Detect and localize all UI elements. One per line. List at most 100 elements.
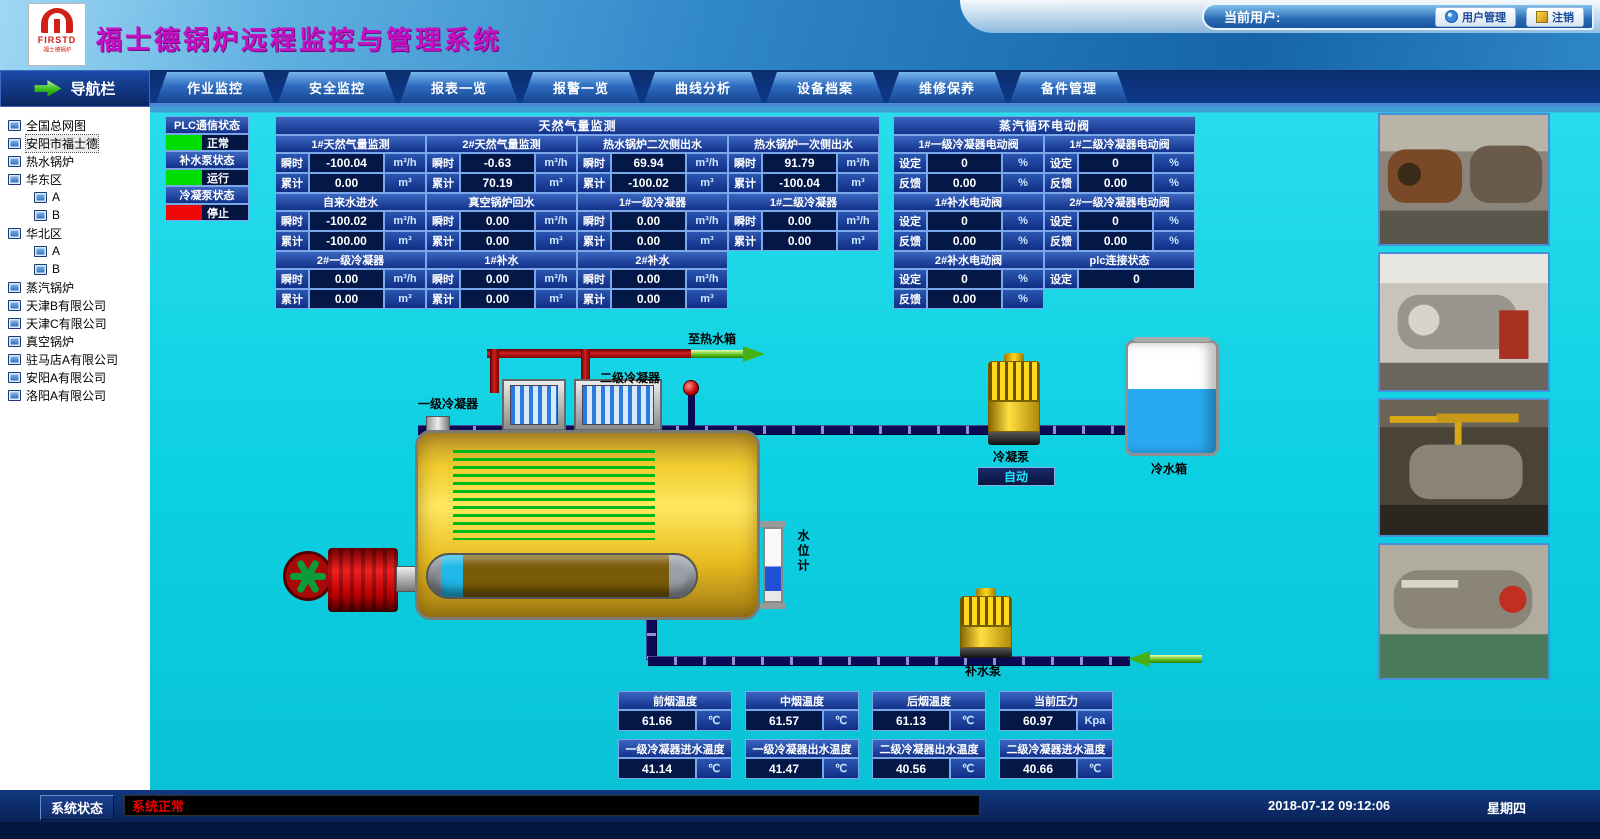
condensate-pipe-main [418, 425, 1130, 435]
flow-unit: m³/h [384, 153, 426, 173]
tab-作业监控[interactable]: 作业监控 [156, 72, 274, 103]
sidebar-item-驻马店A有限公司[interactable]: 驻马店A有限公司 [0, 350, 150, 368]
sidebar-item-B[interactable]: B [0, 260, 150, 278]
auto-mode-button[interactable]: 自动 [977, 467, 1055, 486]
total-value: 70.19 [460, 173, 535, 193]
temp-value-row: 41.47℃ [745, 758, 859, 779]
set-label: 设定 [1044, 153, 1078, 173]
sidebar-item-安阳市福士德[interactable]: 安阳市福士德 [0, 133, 150, 153]
total-label: 累计 [577, 173, 611, 193]
temp-name: 前烟温度 [618, 691, 732, 710]
pump-body [960, 625, 1012, 649]
temp-value-row: 40.56℃ [872, 758, 986, 779]
sidebar-item-华东区[interactable]: 华东区 [0, 170, 150, 188]
temp-unit: ℃ [823, 758, 859, 779]
set-value[interactable]: 0 [927, 211, 1002, 231]
tree-item-label: 全国总网图 [26, 118, 87, 133]
current-user-label: 当前用户: [1224, 10, 1281, 25]
pump-base [988, 431, 1040, 445]
sidebar-item-蒸汽锅炉[interactable]: 蒸汽锅炉 [0, 278, 150, 296]
status-bar: 系统状态 系统正常 2018-07-12 09:12:06 星期四 [0, 790, 1600, 822]
logout-button[interactable]: 注销 [1526, 6, 1584, 27]
temp-value: 40.66 [999, 758, 1077, 779]
user-management-button[interactable]: 用户管理 [1435, 6, 1516, 27]
sidebar-item-A[interactable]: A [0, 242, 150, 260]
sidebar-item-A[interactable]: A [0, 188, 150, 206]
sidebar-item-洛阳A有限公司[interactable]: 洛阳A有限公司 [0, 386, 150, 404]
total-value: 0.00 [611, 231, 686, 251]
hot-water-pipe-drop-1 [490, 349, 499, 393]
temp-name: 二级冷凝器进水温度 [999, 739, 1113, 758]
sidebar-item-天津C有限公司[interactable]: 天津C有限公司 [0, 314, 150, 332]
set-value[interactable]: 0 [927, 153, 1002, 173]
total-value: -100.02 [611, 173, 686, 193]
status-color-block [166, 205, 202, 220]
tree-item-label: B [52, 262, 61, 276]
total-label: 累计 [275, 289, 309, 309]
instant-label: 瞬时 [577, 153, 611, 173]
process-diagram: 至热水箱 一级冷凝器 二级冷凝器 [150, 107, 1600, 790]
sidebar-item-热水锅炉[interactable]: 热水锅炉 [0, 152, 150, 170]
logout-label: 注销 [1552, 11, 1574, 24]
tree-item-label: 洛阳A有限公司 [26, 388, 107, 403]
percent-unit: % [1153, 211, 1195, 231]
set-value[interactable]: 0 [1078, 269, 1195, 289]
app-title: 福士德锅炉远程监控与管理系统 [96, 25, 503, 55]
tab-维修保养[interactable]: 维修保养 [888, 72, 1006, 103]
sidebar-item-全国总网图[interactable]: 全国总网图 [0, 116, 150, 134]
temp-value-row: 61.66℃ [618, 710, 732, 731]
sidebar-item-B[interactable]: B [0, 206, 150, 224]
sidebar-item-安阳A有限公司[interactable]: 安阳A有限公司 [0, 368, 150, 386]
set-value[interactable]: 0 [1078, 153, 1153, 173]
tab-备件管理[interactable]: 备件管理 [1010, 72, 1128, 103]
total-label: 累计 [728, 231, 762, 251]
instant-value: 0.00 [611, 211, 686, 231]
tree-item-label: B [52, 208, 61, 222]
globe-icon [1445, 10, 1458, 23]
set-value[interactable]: 0 [927, 269, 1002, 289]
condenser-coil-icon [582, 385, 654, 425]
tab-设备档案[interactable]: 设备档案 [766, 72, 884, 103]
tab-安全监控[interactable]: 安全监控 [278, 72, 396, 103]
sidebar-item-真空锅炉[interactable]: 真空锅炉 [0, 332, 150, 350]
sidebar-item-天津B有限公司[interactable]: 天津B有限公司 [0, 296, 150, 314]
system-status-value: 系统正常 [132, 799, 185, 814]
feed-water-pipe [648, 656, 1130, 666]
set-label: 设定 [1044, 211, 1078, 231]
arrow-head [1128, 651, 1150, 667]
feedback-value: 0.00 [927, 289, 1002, 309]
feedback-value: 0.00 [1078, 231, 1153, 251]
flow-unit: m³/h [535, 269, 577, 289]
tree-node-icon [8, 281, 21, 293]
plc-status-value: 停止 [165, 204, 249, 221]
valve-stem [688, 394, 695, 428]
total-value: -100.00 [309, 231, 384, 251]
tab-曲线分析[interactable]: 曲线分析 [644, 72, 762, 103]
tree-item-label: 天津B有限公司 [26, 298, 107, 313]
set-value[interactable]: 0 [1078, 211, 1153, 231]
plc-status-panel: PLC通信状态正常补水泵状态运行冷凝泵状态停止 [165, 116, 249, 221]
tab-报警一览[interactable]: 报警一览 [522, 72, 640, 103]
tab-报表一览[interactable]: 报表一览 [400, 72, 518, 103]
plc-status-value: 正常 [165, 134, 249, 151]
feedback-label: 反馈 [1044, 231, 1078, 251]
meter-name: 2#一级冷凝器 [275, 251, 426, 269]
boiler-furnace-drum [426, 553, 698, 599]
tree-node-icon [8, 389, 21, 401]
total-value: -100.04 [762, 173, 837, 193]
status-text: 正常 [207, 137, 229, 150]
meter-name: 2#补水 [577, 251, 728, 269]
sidebar-item-华北区[interactable]: 华北区 [0, 224, 150, 242]
